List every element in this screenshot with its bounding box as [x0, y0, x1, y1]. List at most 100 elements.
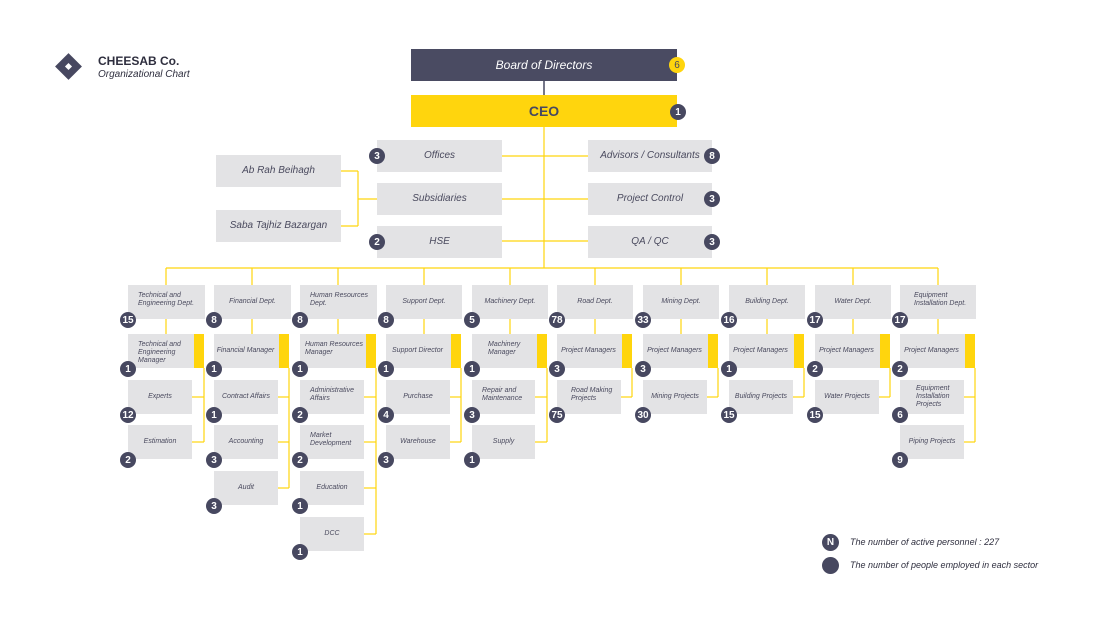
unit-accounting-box: Accounting	[214, 425, 278, 459]
subsidiaries-box: Subsidiaries	[377, 183, 502, 215]
unit-purchase-box: Purchase	[386, 380, 450, 414]
unit-repair-maintenance-box: Repair and Maintenance	[472, 380, 535, 414]
unit-equipment-project-managers-count: 2	[892, 361, 908, 377]
dept-equipment-installation-count: 17	[892, 312, 908, 328]
unit-building-projects-box: Building Projects	[729, 380, 793, 414]
unit-piping-projects-box: Piping Projects	[900, 425, 964, 459]
unit-road-making-projects-box: Road Making Projects	[557, 380, 621, 414]
offices-box: Offices	[377, 140, 502, 172]
unit-equipment-project-managers-box: Project Managers	[900, 334, 975, 368]
unit-financial-manager-box: Financial Manager	[214, 334, 289, 368]
dept-water-box: Water Dept.	[815, 285, 891, 319]
qa-qc-count-badge: 3	[704, 234, 720, 250]
hse-count-badge: 2	[369, 234, 385, 250]
manager-accent-bar	[965, 334, 975, 368]
unit-support-director-box: Support Director	[386, 334, 461, 368]
subsidiary-ab-rah-beihagh-box: Ab Rah Beihagh	[216, 155, 341, 187]
unit-estimation-box: Estimation	[128, 425, 192, 459]
dept-financial-box: Financial Dept.	[214, 285, 291, 319]
unit-equipment-installation-projects-box: Equipment Installation Projects	[900, 380, 964, 414]
unit-mining-project-managers-box: Project Managers	[643, 334, 718, 368]
manager-accent-bar	[880, 334, 890, 368]
unit-market-development-count: 2	[292, 452, 308, 468]
manager-accent-bar	[537, 334, 547, 368]
unit-hr-manager-box: Human Resources Manager	[300, 334, 376, 368]
unit-mining-project-managers-count: 3	[635, 361, 651, 377]
unit-water-project-managers-box: Project Managers	[815, 334, 890, 368]
dept-mining-box: Mining Dept.	[643, 285, 719, 319]
unit-education-count: 1	[292, 498, 308, 514]
unit-dcc-count: 1	[292, 544, 308, 560]
dept-machinery-box: Machinery Dept.	[472, 285, 548, 319]
dept-support-count: 8	[378, 312, 394, 328]
dept-road-count: 78	[549, 312, 565, 328]
unit-audit-box: Audit	[214, 471, 278, 505]
unit-financial-manager-count: 1	[206, 361, 222, 377]
unit-machinery-manager-box: Machinery Manager	[472, 334, 547, 368]
unit-water-projects-box: Water Projects	[815, 380, 879, 414]
dept-building-count: 16	[721, 312, 737, 328]
unit-road-project-managers-count: 3	[549, 361, 565, 377]
legend-total-badge: N	[822, 534, 839, 551]
unit-experts-count: 12	[120, 407, 136, 423]
legend-sector-text: The number of people employed in each se…	[850, 560, 1039, 570]
unit-water-projects-count: 15	[807, 407, 823, 423]
dept-water-count: 17	[807, 312, 823, 328]
board-count-badge: 6	[669, 57, 685, 73]
manager-accent-bar	[708, 334, 718, 368]
board-of-directors-box: Board of Directors	[411, 49, 677, 81]
unit-piping-projects-count: 9	[892, 452, 908, 468]
unit-contract-affairs-box: Contract Affairs	[214, 380, 278, 414]
unit-supply-box: Supply	[472, 425, 535, 459]
dept-machinery-count: 5	[464, 312, 480, 328]
ceo-box: CEO	[411, 95, 677, 127]
dept-human-resources-box: Human Resources Dept.	[300, 285, 377, 319]
unit-supply-count: 1	[464, 452, 480, 468]
project-control-box: Project Control	[588, 183, 712, 215]
dept-financial-count: 8	[206, 312, 222, 328]
unit-technical-engineering-manager-count: 1	[120, 361, 136, 377]
unit-experts-box: Experts	[128, 380, 192, 414]
unit-dcc-box: DCC	[300, 517, 364, 551]
advisors-count-badge: 8	[704, 148, 720, 164]
unit-hr-manager-count: 1	[292, 361, 308, 377]
unit-building-project-managers-count: 1	[721, 361, 737, 377]
advisors-box: Advisors / Consultants	[588, 140, 712, 172]
unit-mining-projects-box: Mining Projects	[643, 380, 707, 414]
unit-water-project-managers-count: 2	[807, 361, 823, 377]
company-name: CHEESAB Co.	[98, 54, 180, 68]
dept-technical-engineering-box: Technical and Engineering Dept.	[128, 285, 205, 319]
unit-repair-maintenance-count: 3	[464, 407, 480, 423]
subsidiary-saba-tajhiz-box: Saba Tajhiz Bazargan	[216, 210, 341, 242]
manager-accent-bar	[279, 334, 289, 368]
manager-accent-bar	[622, 334, 632, 368]
legend-total-text: The number of active personnel : 227	[850, 537, 1000, 547]
unit-contract-affairs-count: 1	[206, 407, 222, 423]
unit-estimation-count: 2	[120, 452, 136, 468]
unit-administrative-affairs-count: 2	[292, 407, 308, 423]
offices-count-badge: 3	[369, 148, 385, 164]
ceo-count-badge: 1	[670, 104, 686, 120]
dept-human-resources-count: 8	[292, 312, 308, 328]
unit-administrative-affairs-box: Administrative Affairs	[300, 380, 364, 414]
unit-building-projects-count: 15	[721, 407, 737, 423]
dept-support-box: Support Dept.	[386, 285, 462, 319]
unit-warehouse-box: Warehouse	[386, 425, 450, 459]
dept-road-box: Road Dept.	[557, 285, 633, 319]
hse-box: HSE	[377, 226, 502, 258]
unit-mining-projects-count: 30	[635, 407, 651, 423]
manager-accent-bar	[366, 334, 376, 368]
chart-subtitle: Organizational Chart	[98, 69, 190, 80]
unit-market-development-box: Market Development	[300, 425, 364, 459]
unit-road-project-managers-box: Project Managers	[557, 334, 632, 368]
unit-purchase-count: 4	[378, 407, 394, 423]
unit-warehouse-count: 3	[378, 452, 394, 468]
dept-technical-engineering-count: 15	[120, 312, 136, 328]
manager-accent-bar	[194, 334, 204, 368]
dept-equipment-installation-box: Equipment Installation Dept.	[900, 285, 976, 319]
unit-education-box: Education	[300, 471, 364, 505]
legend-sector-dot-icon	[822, 557, 839, 574]
unit-machinery-manager-count: 1	[464, 361, 480, 377]
manager-accent-bar	[794, 334, 804, 368]
